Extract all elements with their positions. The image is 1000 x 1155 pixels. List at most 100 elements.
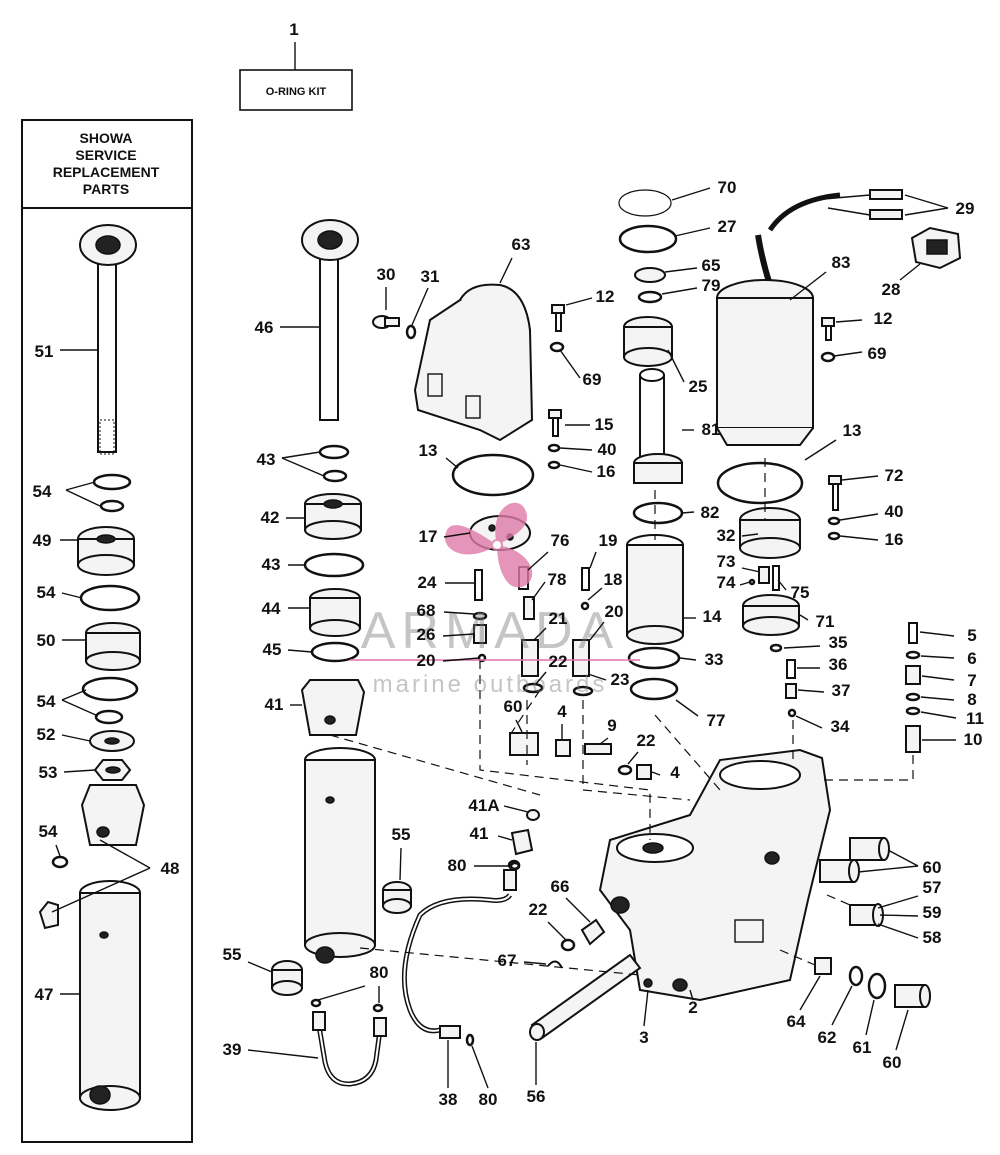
callout-12: 12 <box>874 309 893 328</box>
leader-line <box>841 475 879 481</box>
callout-34: 34 <box>831 717 850 736</box>
leader-line <box>795 715 823 729</box>
callout-40: 40 <box>598 440 617 459</box>
callout-43: 43 <box>257 450 276 469</box>
callout-20: 20 <box>417 651 436 670</box>
callout-17: 17 <box>419 527 438 546</box>
leader-line <box>664 267 698 273</box>
callout-54: 54 <box>33 482 52 501</box>
callout-72: 72 <box>885 466 904 485</box>
leader-line <box>887 849 919 867</box>
leader-line <box>671 187 711 201</box>
leader-line <box>661 287 698 295</box>
leader-line <box>831 985 853 1026</box>
callout-71: 71 <box>816 612 835 631</box>
leader-line <box>527 551 549 571</box>
valve-plug-middle <box>819 859 860 883</box>
callout-64: 64 <box>787 1012 806 1031</box>
callout-77: 77 <box>707 711 726 730</box>
callout-18: 18 <box>604 570 623 589</box>
motor-cover <box>413 283 534 442</box>
callout-82: 82 <box>701 503 720 522</box>
callout-50: 50 <box>37 631 56 650</box>
callout-19: 19 <box>599 531 618 550</box>
pump-end-plate <box>742 594 800 636</box>
watermark-tagline: marine outboards <box>373 671 608 698</box>
leader-line <box>904 207 949 216</box>
leader-line <box>879 914 919 917</box>
leader-line <box>587 587 603 601</box>
callout-75: 75 <box>791 583 810 602</box>
leader-line <box>65 489 101 507</box>
leader-line <box>535 671 547 685</box>
showa-cylinder-head <box>77 526 135 576</box>
leader-line <box>565 897 591 923</box>
leader-line <box>904 194 949 209</box>
callout-69: 69 <box>583 370 602 389</box>
trim-cylinder <box>300 679 376 964</box>
callout-44: 44 <box>262 599 281 618</box>
callout-13: 13 <box>419 441 438 460</box>
leader-line <box>920 711 957 719</box>
leader-line <box>857 865 919 873</box>
wire-connector <box>910 226 962 270</box>
leader-line <box>411 287 429 326</box>
reservoir-cylinder <box>626 534 684 645</box>
pump-gear-housing <box>739 507 801 559</box>
leader-line <box>799 975 821 1011</box>
leader-line <box>921 675 955 681</box>
showa-title-line4: PARTS <box>83 181 129 197</box>
leader-line <box>919 631 955 637</box>
leader-line <box>287 649 313 653</box>
leader-line <box>99 839 151 869</box>
callout-43: 43 <box>262 555 281 574</box>
bushing-55b <box>271 960 303 996</box>
callout-78: 78 <box>548 570 567 589</box>
leader-line <box>61 592 83 599</box>
leader-line <box>499 257 513 284</box>
callout-79: 79 <box>702 276 721 295</box>
callout-81: 81 <box>702 420 721 439</box>
callout-1: 1 <box>289 20 298 39</box>
leader-line <box>559 464 593 473</box>
valve-plug-upper <box>849 837 890 861</box>
leader-line <box>833 351 863 357</box>
leader-line <box>839 535 879 541</box>
trim-motor <box>716 234 814 446</box>
leader-line <box>681 511 695 514</box>
leader-line <box>559 349 581 379</box>
callout-22: 22 <box>529 900 548 919</box>
leader-line <box>920 655 955 659</box>
leader-line <box>531 581 546 601</box>
leader-line <box>443 611 475 615</box>
callout-57: 57 <box>923 878 942 897</box>
callout-33: 33 <box>705 650 724 669</box>
leader-line <box>442 633 475 637</box>
valve-plug-lower <box>894 984 931 1008</box>
leader-line <box>789 271 827 301</box>
leader-line <box>741 533 759 537</box>
callout-76: 76 <box>551 531 570 550</box>
leader-line <box>689 989 694 1001</box>
callout-60: 60 <box>883 1053 902 1072</box>
valve-assembly-57-59 <box>849 903 884 927</box>
leader-line <box>627 751 639 765</box>
trim-cylinder-head <box>304 493 362 540</box>
pivot-pin <box>529 953 642 1041</box>
o-ring-kit-label: O-RING KIT <box>266 86 327 98</box>
callout-4: 4 <box>670 763 680 782</box>
leader-line <box>565 297 593 306</box>
callout-56: 56 <box>527 1087 546 1106</box>
trim-rod <box>301 219 359 421</box>
leader-line <box>835 319 863 323</box>
leader-line <box>547 921 567 941</box>
callout-16: 16 <box>597 462 616 481</box>
leader-line <box>442 657 480 662</box>
callout-54: 54 <box>39 822 58 841</box>
leader-line <box>589 551 597 569</box>
callout-39: 39 <box>223 1040 242 1059</box>
o-ring-kit-box <box>239 69 353 111</box>
callout-4: 4 <box>557 702 567 721</box>
leader-line <box>804 439 837 461</box>
trim-piston <box>309 588 361 637</box>
